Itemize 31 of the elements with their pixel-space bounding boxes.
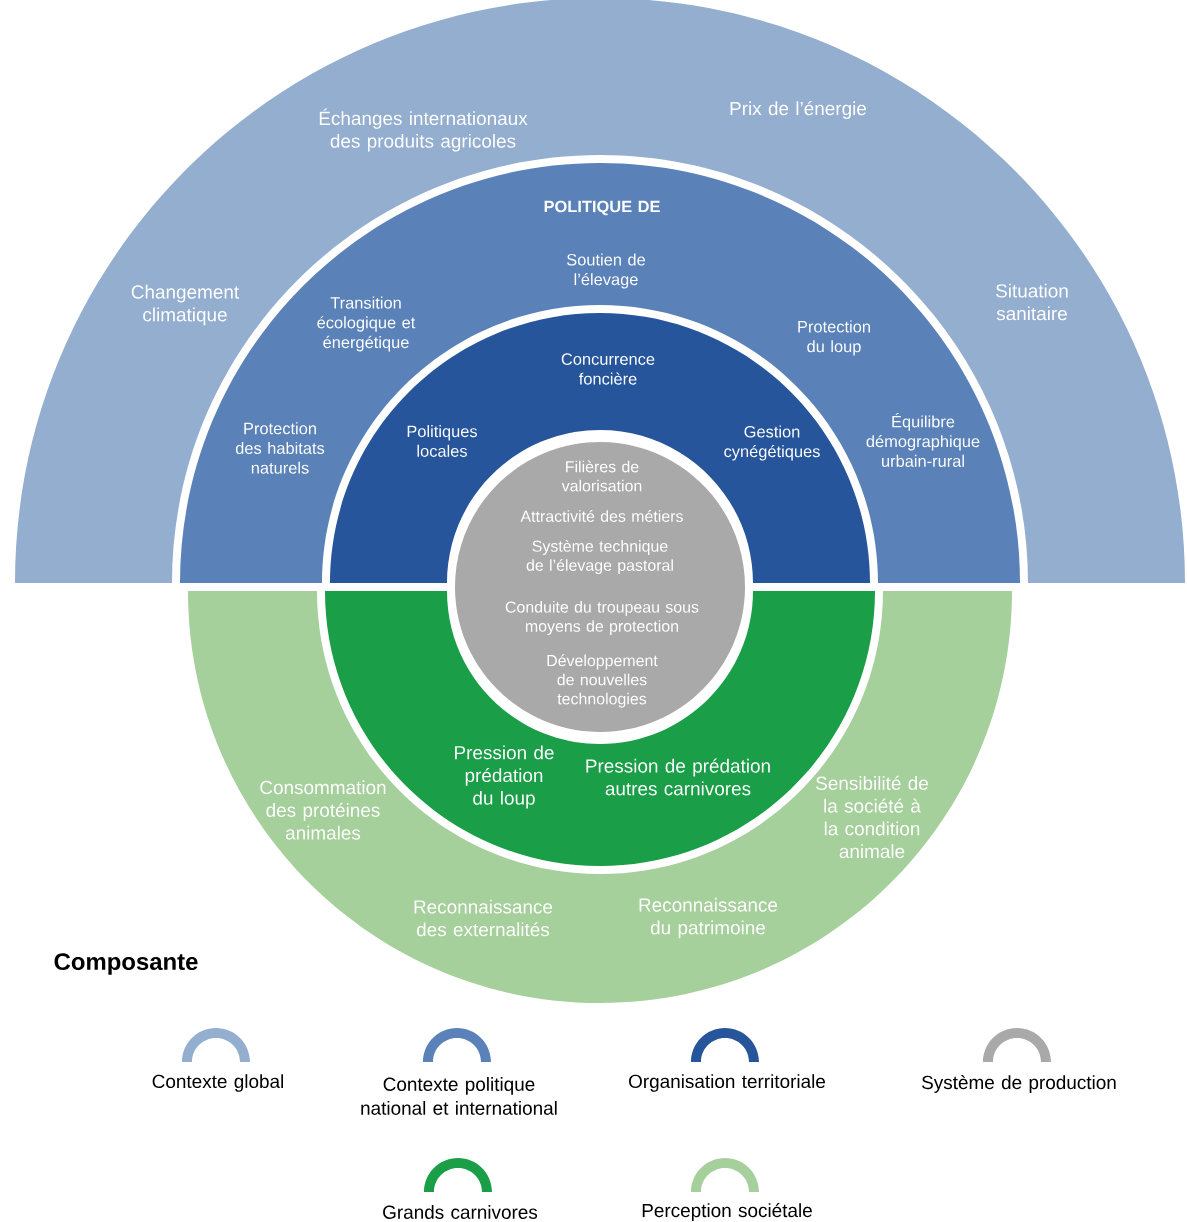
band-label: Pression de prédation autres carnivores xyxy=(586,758,770,796)
band-label: Protection des habitats naturels xyxy=(235,422,325,474)
band-label: Changement climatique xyxy=(131,284,240,326)
band-label: Politiques locales xyxy=(407,425,478,457)
band-label: Développement de nouvelles technologies xyxy=(547,654,658,708)
legend-text: Grands carnivores xyxy=(383,1205,538,1219)
legend-text: Contexte global xyxy=(152,1074,283,1092)
band-label: Soutien de l’élevage xyxy=(567,253,645,289)
band-label: Gestion cynégétiques xyxy=(724,425,820,461)
band-label: POLITIQUE DE xyxy=(544,200,660,216)
band-label: Système technique de l’élevage pastoral xyxy=(526,539,673,575)
band-label: Sensibilité de la société à la condition animale xyxy=(816,775,928,859)
band-label: Équilibre démographique urbain-rural xyxy=(866,413,980,467)
band-label: Conduite du troupeau sous moyens de protection xyxy=(505,601,699,635)
legend-text: Contexte politique national et international xyxy=(361,1077,557,1115)
legend-text: Perception sociétale xyxy=(642,1203,812,1221)
band-label: Filières de valorisation xyxy=(561,460,642,492)
legend-text: Organisation territoriale xyxy=(629,1074,825,1092)
band-label: Protection du loup xyxy=(798,320,870,356)
band-label: Échanges internationaux des produits agricoles xyxy=(319,108,528,152)
band-label: Reconnaissance du patrimoine xyxy=(639,897,778,939)
band-label: Concurrence foncière xyxy=(561,353,655,385)
band-label: Prix de l’énergie xyxy=(730,101,867,119)
band-label: Consommation des protéines animales xyxy=(260,780,386,840)
band-label: Situation sanitaire xyxy=(996,283,1068,321)
band-label: Reconnaissance des externalités xyxy=(414,899,553,937)
band-label: Attractivité des métiers xyxy=(520,510,683,522)
legend-text: Système de production xyxy=(922,1075,1116,1093)
band-label: Pression de prédation du loup xyxy=(455,745,554,809)
band-label: Transition écologique et énergétique xyxy=(317,296,416,352)
legend-heading: Composante xyxy=(54,953,198,975)
